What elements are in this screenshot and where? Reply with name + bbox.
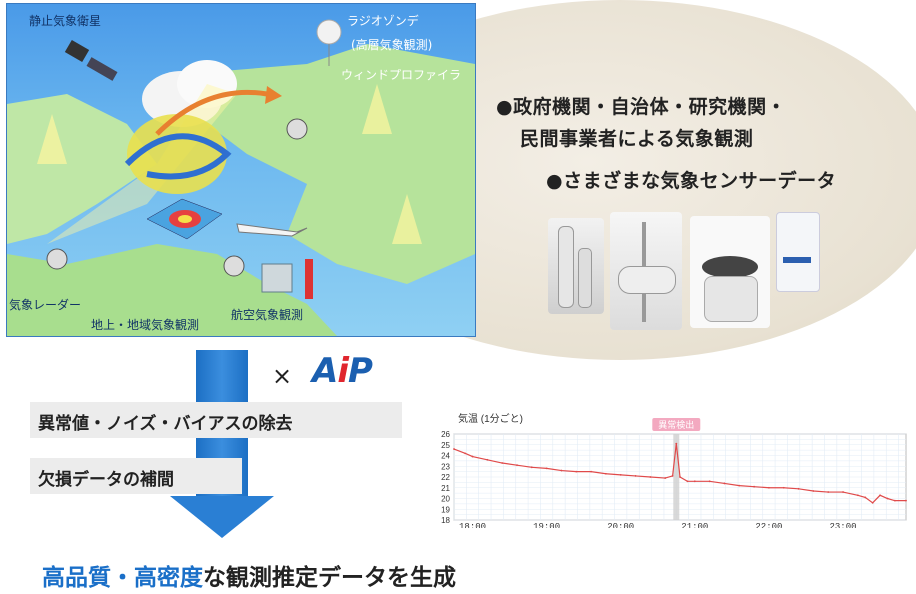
label-radiosonde-sub: (高層気象観測) xyxy=(351,38,433,52)
chart-grid xyxy=(453,433,907,521)
data-point xyxy=(797,487,800,490)
data-point xyxy=(675,442,678,445)
data-point xyxy=(864,496,867,499)
multiply-sign: × xyxy=(272,362,293,390)
result-rest: な観測推定データを生成 xyxy=(203,565,456,591)
y-tick-label: 25 xyxy=(441,441,450,450)
chart-title: 気温 (1分ごと) xyxy=(458,412,523,425)
data-point xyxy=(693,480,696,483)
data-point xyxy=(905,499,907,502)
data-point xyxy=(856,494,859,497)
data-point xyxy=(738,484,741,487)
x-tick-label: 23:00 xyxy=(830,522,857,528)
step-noise-removal: 異常値・ノイズ・バイアスの除去 xyxy=(38,414,293,434)
y-tick-label: 21 xyxy=(441,484,450,493)
bullet-line-1: ●政府機関・自治体・研究機関・ xyxy=(496,96,787,118)
label-satellite: 静止気象衛星 xyxy=(29,14,102,28)
aip-logo: AiP xyxy=(312,351,373,391)
data-point xyxy=(634,475,637,477)
y-tick-label: 18 xyxy=(441,516,450,525)
label-radar: 気象レーダー xyxy=(9,298,82,312)
chart-x-ticks: 18:00 19:00 20:00 21:00 22:00 23:00 xyxy=(459,522,857,528)
data-point xyxy=(893,499,896,502)
data-point xyxy=(812,490,815,492)
airplane xyxy=(236,223,308,237)
data-point xyxy=(530,466,533,469)
y-tick-label: 26 xyxy=(441,430,450,439)
data-point xyxy=(501,462,504,464)
wind-arrow-blue xyxy=(124,133,232,180)
data-point xyxy=(516,464,518,467)
data-point xyxy=(871,501,874,504)
data-point xyxy=(453,448,455,450)
data-point xyxy=(708,480,711,483)
data-point xyxy=(782,486,785,489)
bullet-line-2: 民間事業者による気象観測 xyxy=(520,128,754,150)
y-tick-label: 20 xyxy=(441,495,450,504)
bullet-line-3: ●さまざまな気象センサーデータ xyxy=(546,170,837,192)
result-statement: 高品質・高密度な観測推定データを生成 xyxy=(42,558,456,592)
y-tick-label: 19 xyxy=(441,505,450,514)
map-drawing xyxy=(7,19,475,336)
data-point xyxy=(664,477,667,479)
data-point xyxy=(753,485,755,488)
data-point xyxy=(886,497,889,500)
anomaly-tag-box xyxy=(652,418,701,431)
x-tick-label: 21:00 xyxy=(681,522,708,528)
label-aviation: 航空気象観測 xyxy=(231,308,304,322)
temperature-series-points xyxy=(453,442,907,504)
data-point xyxy=(575,470,578,473)
label-profiler: ウィンドプロファイラ xyxy=(341,68,462,82)
step-interpolation: 欠損データの補間 xyxy=(38,470,174,490)
data-point xyxy=(879,494,881,497)
data-point xyxy=(619,473,622,476)
step-band-1 xyxy=(30,402,402,438)
data-point xyxy=(605,472,607,475)
y-tick-label: 23 xyxy=(441,462,450,471)
land-left xyxy=(7,94,157,244)
x-tick-label: 20:00 xyxy=(607,522,634,528)
data-point xyxy=(671,475,674,477)
x-tick-label: 22:00 xyxy=(755,522,782,528)
data-point xyxy=(768,486,770,489)
anomaly-highlight-band xyxy=(673,434,680,520)
data-point xyxy=(686,480,689,483)
satellite xyxy=(64,39,90,63)
aviation-station xyxy=(261,263,293,293)
data-point xyxy=(679,476,681,478)
data-point xyxy=(827,491,830,493)
temperature-series-line xyxy=(453,443,906,504)
y-tick-label: 24 xyxy=(441,452,450,461)
sensor-photo-rain-gauge xyxy=(690,216,770,328)
sensor-photo-logger xyxy=(776,212,820,292)
anomaly-tag-label: 異常検出 xyxy=(658,419,694,430)
data-point xyxy=(545,467,548,470)
data-point xyxy=(486,458,489,461)
aviation-mast xyxy=(305,259,313,299)
data-point xyxy=(649,476,652,478)
wind-arrow-orange xyxy=(155,89,268,136)
sensor-photo-cylinder xyxy=(548,218,604,314)
step-band-2 xyxy=(30,458,242,494)
data-point xyxy=(590,470,592,473)
radiosonde-balloon xyxy=(316,19,342,45)
label-ground: 地上・地域気象観測 xyxy=(91,318,200,332)
label-radiosonde: ラジオゾンデ xyxy=(347,14,419,28)
x-tick-label: 18:00 xyxy=(459,522,486,528)
process-arrow-head xyxy=(170,496,274,538)
data-point xyxy=(723,482,726,485)
observation-network-illustration: 静止気象衛星 ラジオゾンデ (高層気象観測) ウィンドプロファイラ 気象レーダー… xyxy=(6,3,476,337)
data-point xyxy=(471,455,474,458)
radar-dish xyxy=(46,248,68,270)
land-bottom xyxy=(7,244,337,336)
result-highlight: 高品質・高密度 xyxy=(42,565,203,591)
data-point xyxy=(842,491,844,493)
y-tick-label: 22 xyxy=(441,473,450,482)
data-point xyxy=(464,452,467,455)
sensor-photo-weather-station xyxy=(610,212,682,330)
x-tick-label: 19:00 xyxy=(533,522,560,528)
data-point xyxy=(560,469,563,472)
